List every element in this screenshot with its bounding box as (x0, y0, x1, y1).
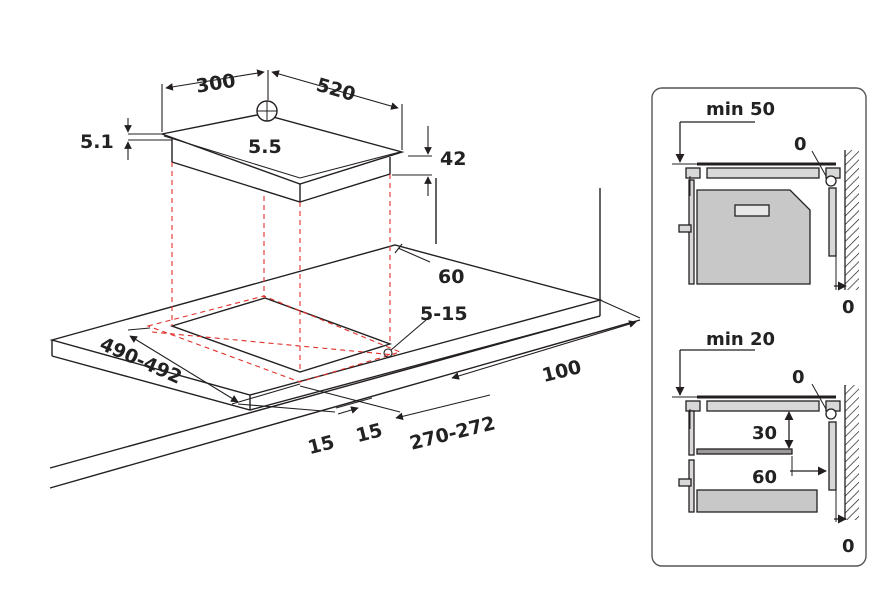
label-5-15: 5-15 (420, 303, 468, 325)
cutout-outline (169, 297, 393, 373)
dimension-lines (124, 69, 641, 421)
inset-bottom-0-lower: 0 (842, 536, 855, 557)
inset-bottom-30: 30 (752, 423, 777, 444)
inset-bottom-0-upper: 0 (792, 367, 805, 388)
label-5-1: 5.1 (80, 131, 114, 153)
inset-bottom-min-label: min 20 (706, 329, 775, 350)
label-300: 300 (195, 70, 238, 98)
cooktop (159, 100, 405, 203)
label-5-5: 5.5 (248, 136, 282, 158)
inset-top-min-label: min 50 (706, 99, 775, 120)
label-60: 60 (438, 266, 464, 288)
label-270-272: 270-272 (408, 412, 498, 454)
label-100: 100 (540, 356, 584, 387)
inset-top (672, 121, 859, 291)
label-15-a: 15 (306, 431, 337, 459)
inset-bottom-60: 60 (752, 467, 777, 488)
countertop (49, 178, 641, 489)
inset-top-0-upper: 0 (794, 134, 807, 155)
label-42: 42 (440, 148, 466, 170)
inset-top-0-lower: 0 (842, 297, 855, 318)
main-drawing (49, 69, 641, 489)
label-15-b: 15 (354, 419, 385, 447)
main-labels: 300 520 5.1 5.5 42 60 5-15 490-492 100 1… (80, 70, 584, 459)
inset-bottom (672, 349, 859, 524)
label-520: 520 (314, 74, 358, 106)
projection-lines (146, 162, 402, 383)
